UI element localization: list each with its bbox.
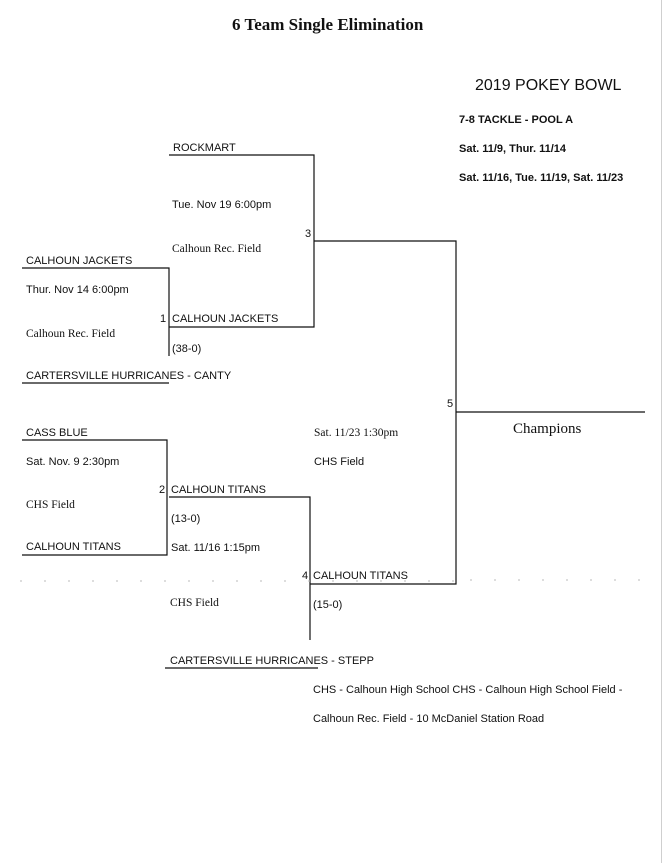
legend-line-1: CHS - Calhoun High School CHS - Calhoun …: [313, 684, 623, 696]
game1-team-top: CALHOUN JACKETS: [26, 255, 133, 267]
game2-team-bottom: CALHOUN TITANS: [26, 541, 121, 553]
page-edge: [661, 0, 662, 863]
game4-score: (15-0): [313, 599, 343, 611]
game4-line: [169, 496, 311, 640]
game5-number: 5: [447, 398, 454, 410]
event-division: 7-8 TACKLE - POOL A: [459, 114, 574, 126]
event-name: 2019 POKEY BOWL: [475, 77, 622, 94]
game1-team-bottom: CARTERSVILLE HURRICANES: [26, 370, 185, 382]
game2-score: (13-0): [171, 513, 201, 525]
game1-number: 1: [160, 313, 167, 325]
game5-datetime: Sat. 11/23 1:30pm: [314, 427, 399, 439]
game5-location: CHS Field: [314, 456, 365, 468]
game5-line: [310, 240, 457, 585]
game3-location: Calhoun Rec. Field: [172, 243, 262, 255]
game1-bottom-suffix: - CANTY: [184, 370, 232, 382]
game1-location: Calhoun Rec. Field: [26, 328, 116, 340]
game1-winner: CALHOUN JACKETS: [172, 313, 279, 325]
game1-team-bottom-row: CARTERSVILLE HURRICANES - CANTY: [26, 370, 231, 383]
game4-location: CHS Field: [170, 597, 219, 609]
game2-line-top: [22, 439, 168, 556]
game3-datetime: Tue. Nov 19 6:00pm: [172, 199, 272, 211]
game3-team-top: ROCKMART: [173, 142, 236, 154]
game2-winner: CALHOUN TITANS: [171, 484, 266, 496]
game3-line: [169, 154, 315, 328]
game1-datetime: Thur. Nov 14 6:00pm: [26, 284, 129, 296]
champions-label: Champions: [513, 421, 582, 437]
game1-score: (38-0): [172, 343, 202, 355]
game2-team-top: CASS BLUE: [26, 427, 88, 439]
legend-line-2: Calhoun Rec. Field - 10 McDaniel Station…: [313, 713, 545, 725]
game4-number: 4: [302, 570, 309, 582]
game4-bottom-suffix: - STEPP: [328, 655, 374, 667]
game3-number: 3: [305, 228, 312, 240]
game2-datetime: Sat. Nov. 9 2:30pm: [26, 456, 120, 468]
game4-datetime: Sat. 11/16 1:15pm: [171, 542, 261, 554]
event-dates-1: Sat. 11/9, Thur. 11/14: [459, 143, 567, 155]
game2-location: CHS Field: [26, 499, 75, 511]
game4-winner: CALHOUN TITANS: [313, 570, 408, 582]
game4-team-bottom: CARTERSVILLE HURRICANES: [170, 655, 329, 667]
page-title: 6 Team Single Elimination: [232, 15, 424, 34]
game2-number: 2: [159, 484, 166, 496]
game1-line-top: [22, 267, 170, 356]
event-dates-2: Sat. 11/16, Tue. 11/19, Sat. 11/23: [459, 172, 624, 184]
game4-team-bottom-row: CARTERSVILLE HURRICANES - STEPP: [170, 655, 374, 668]
